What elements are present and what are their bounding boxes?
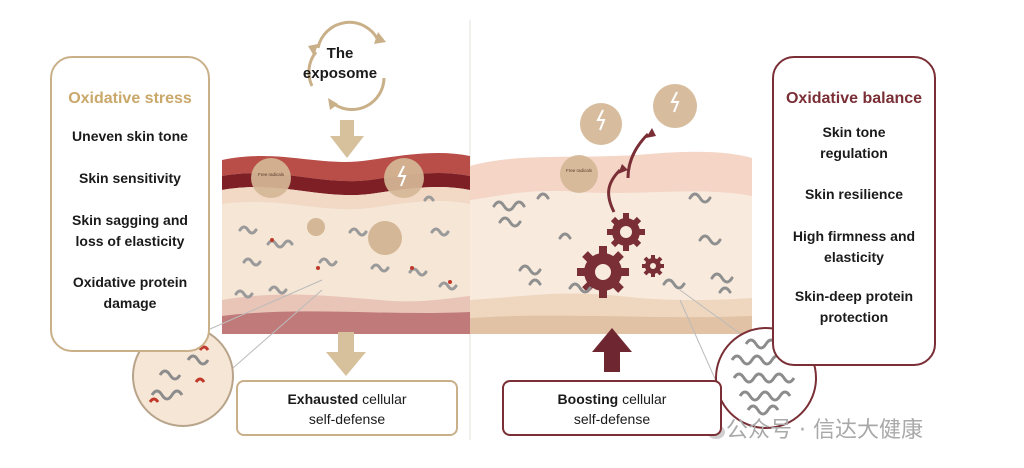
stress-item-2: Skin sensitivity xyxy=(79,170,181,186)
exposome-cycle-arrowheads xyxy=(308,32,386,110)
free-radicals-label-left: Free radicals xyxy=(258,172,285,177)
expulsion-arrows xyxy=(607,132,650,213)
left-free-radical-sphere-2 xyxy=(384,158,424,198)
gear-icon-medium xyxy=(607,213,645,251)
balance-item-1: Skin tone regulation xyxy=(820,124,888,161)
left-free-radical-sphere-3 xyxy=(368,221,402,255)
gear-icon-large xyxy=(577,246,629,298)
left-free-radical-sphere-small xyxy=(307,218,325,236)
exposome-line1: The xyxy=(326,45,354,62)
exhausted-line2: self-defense xyxy=(308,411,386,427)
exhausted-down-arrow xyxy=(326,332,366,376)
boosting-bold: Boosting xyxy=(557,391,619,407)
boosting-rest: cellular xyxy=(618,391,667,407)
balance-item-3: High firmness and elasticity xyxy=(792,228,916,265)
balance-item-2: Skin resilience xyxy=(804,186,904,202)
balance-item-4: Skin-deep protein protection xyxy=(794,288,914,325)
exhausted-defense-box xyxy=(236,380,458,436)
exposome-down-arrow xyxy=(330,120,364,158)
oxidative-balance-title: Oxidative balance xyxy=(785,90,923,107)
exhausted-bold: Exhausted xyxy=(287,391,359,407)
stress-item-3: Skin sagging and loss of elasticity xyxy=(72,212,188,249)
exhausted-defense-text: Exhausted cellular self-defense xyxy=(238,389,456,429)
exposome-label: The exposome xyxy=(300,44,380,84)
stress-item-1: Uneven skin tone xyxy=(72,128,188,144)
right-free-radical-sphere-3: Free radicals xyxy=(560,155,598,193)
free-radicals-label-right: Free radicals xyxy=(566,168,593,173)
boosting-defense-box xyxy=(502,380,722,436)
left-damaged-proteins xyxy=(234,195,458,299)
gear-icon-small xyxy=(642,255,664,277)
exhausted-rest: cellular xyxy=(358,391,407,407)
watermark-text: 公众号 · 信达大健康 xyxy=(726,418,923,443)
right-free-radical-sphere-2 xyxy=(653,84,697,128)
boosting-defense-text: Boosting cellular self-defense xyxy=(504,389,720,429)
right-healthy-proteins xyxy=(492,192,734,294)
left-free-radical-sphere-large: Free radicals xyxy=(251,158,291,198)
stress-item-4: Oxidative protein damage xyxy=(72,274,188,311)
boosting-line2: self-defense xyxy=(573,411,651,427)
oxidative-stress-box xyxy=(50,56,210,352)
oxidative-balance-box xyxy=(772,56,936,366)
oxidative-stress-title: Oxidative stress xyxy=(68,90,192,107)
right-free-radical-sphere-1 xyxy=(580,103,622,145)
left-protein-damage-marks xyxy=(270,238,452,284)
boosting-up-arrow xyxy=(592,328,632,372)
exposome-line2: exposome xyxy=(302,65,378,82)
